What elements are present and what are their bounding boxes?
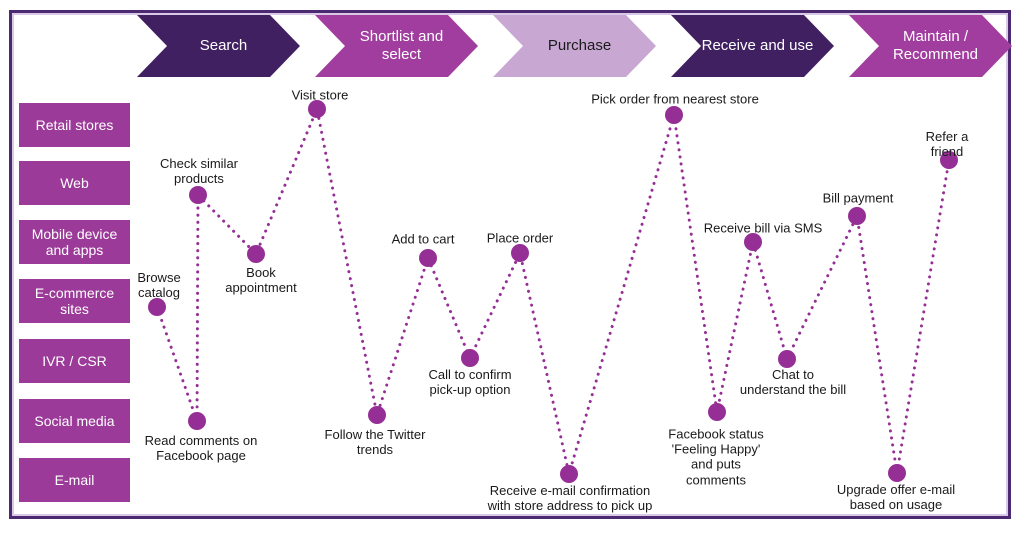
touchpoint-label-refer-a-friend: Refer a friend — [925, 128, 969, 159]
touchpoint-label-bill-payment: Bill payment — [822, 190, 894, 206]
touchpoint-dot-receive-e-mail-confirmation-with-store-address-to-pick-up — [560, 465, 578, 483]
channel-box-web: Web — [19, 161, 130, 205]
channel-label: Retail stores — [35, 116, 114, 133]
touchpoint-dot-bill-payment — [848, 207, 866, 225]
touchpoint-dot-receive-bill-via-sms — [744, 233, 762, 251]
channel-box-mobile-device-and-apps: Mobile device and apps — [19, 220, 130, 264]
touchpoint-dot-call-to-confirm-pick-up-option — [461, 349, 479, 367]
touchpoint-label-check-similar-products: Check similar products — [159, 155, 239, 186]
touchpoint-label-browse-catalog: Browse catalog — [137, 269, 181, 300]
touchpoint-label-call-to-confirm-pick-up-option: Call to confirm pick-up option — [428, 366, 512, 397]
channel-box-e-commerce-sites: E-commerce sites — [19, 279, 130, 323]
touchpoint-dot-visit-store — [308, 100, 326, 118]
diagram-border-frame — [9, 10, 1011, 519]
channel-box-social-media: Social media — [19, 399, 130, 443]
touchpoint-dot-refer-a-friend — [940, 151, 958, 169]
touchpoint-label-receive-bill-via-sms: Receive bill via SMS — [703, 220, 823, 236]
channel-label: Mobile device and apps — [31, 225, 118, 258]
channel-label: IVR / CSR — [42, 352, 107, 369]
touchpoint-label-place-order: Place order — [486, 230, 554, 246]
touchpoint-dot-check-similar-products — [189, 186, 207, 204]
touchpoint-label-follow-the-twitter-trends: Follow the Twitter trends — [324, 426, 426, 457]
channel-box-ivr-csr: IVR / CSR — [19, 339, 130, 383]
touchpoint-label-facebook-status-feeling-happy-and-puts-comments: Facebook status 'Feeling Happy' and puts… — [668, 426, 764, 488]
touchpoint-label-book-appointment: Book appointment — [225, 264, 297, 295]
touchpoint-dot-browse-catalog — [148, 298, 166, 316]
touchpoint-dot-pick-order-from-nearest-store — [665, 106, 683, 124]
touchpoint-label-add-to-cart: Add to cart — [391, 231, 455, 247]
touchpoint-dot-chat-to-understand-the-bill — [778, 350, 796, 368]
touchpoint-dot-book-appointment — [247, 245, 265, 263]
stage-label: Receive and use — [701, 37, 814, 55]
channel-label: Web — [60, 174, 89, 191]
touchpoint-label-upgrade-offer-e-mail-based-on-usage: Upgrade offer e-mail based on usage — [836, 481, 956, 512]
touchpoint-label-receive-e-mail-confirmation-with-store-address-to-pick-up: Receive e-mail confirmation with store a… — [487, 482, 653, 513]
touchpoint-dot-read-comments-on-facebook-page — [188, 412, 206, 430]
touchpoint-dot-facebook-status-feeling-happy-and-puts-comments — [708, 403, 726, 421]
stage-label: Maintain / Recommend — [892, 28, 979, 63]
touchpoint-label-pick-order-from-nearest-store: Pick order from nearest store — [591, 91, 759, 107]
channel-box-retail-stores: Retail stores — [19, 103, 130, 147]
channel-label: E-commerce sites — [34, 284, 115, 317]
touchpoint-label-chat-to-understand-the-bill: Chat to understand the bill — [739, 366, 847, 397]
touchpoint-dot-place-order — [511, 244, 529, 262]
stage-label: Purchase — [547, 37, 612, 55]
touchpoint-label-visit-store: Visit store — [291, 87, 349, 103]
touchpoint-dot-upgrade-offer-e-mail-based-on-usage — [888, 464, 906, 482]
channel-label: Social media — [34, 412, 115, 429]
stage-label: Shortlist and select — [359, 28, 444, 63]
touchpoint-label-read-comments-on-facebook-page: Read comments on Facebook page — [144, 432, 258, 463]
stage-arrow-receive-and-use: Receive and use — [671, 15, 834, 77]
stage-label: Search — [199, 37, 248, 55]
touchpoint-dot-follow-the-twitter-trends — [368, 406, 386, 424]
channel-box-e-mail: E-mail — [19, 458, 130, 502]
touchpoint-dot-add-to-cart — [419, 249, 437, 267]
channel-label: E-mail — [54, 471, 95, 488]
